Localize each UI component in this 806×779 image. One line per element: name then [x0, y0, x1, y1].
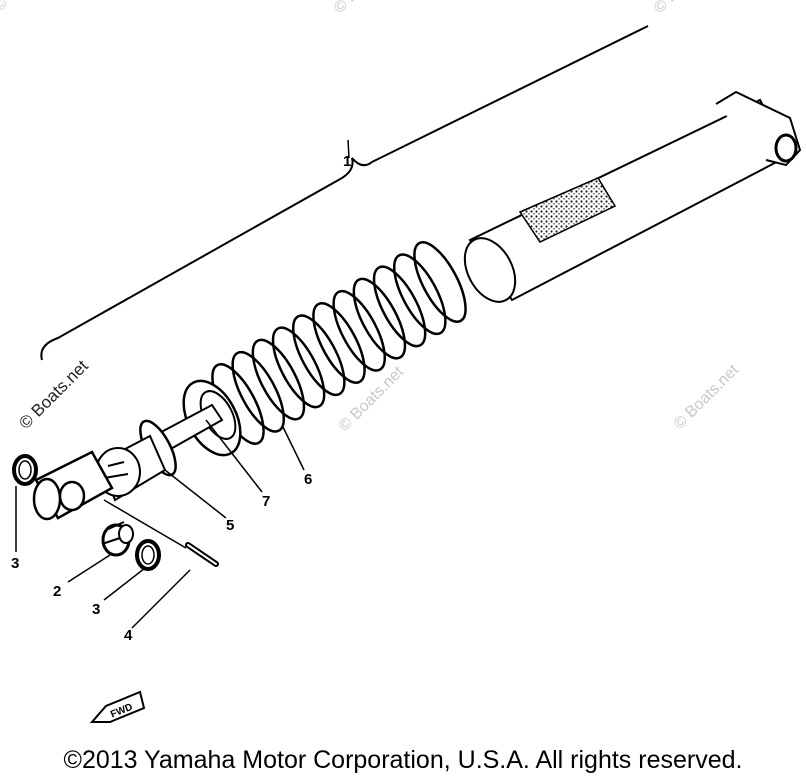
callouts: 1 2 3 3 4 5 6 7 [11, 153, 351, 644]
watermark-left: © Boats.net [15, 356, 92, 433]
damper-rod [95, 403, 224, 502]
spring-coils [211, 241, 467, 445]
watermark-mid-2: © Boats.net [671, 361, 743, 433]
bushing [101, 521, 134, 557]
callout-3-upper: 3 [11, 555, 19, 572]
assembly-bracket [40, 25, 649, 361]
spring-coil [251, 338, 306, 421]
leader-lines [15, 139, 350, 629]
watermark-top-1: © Boats.net [0, 0, 63, 15]
callout-5: 5 [226, 517, 234, 534]
watermark-mid-1: © Boats.net [336, 363, 408, 435]
circlip-lower [135, 539, 161, 571]
callout-3-lower: 3 [92, 601, 100, 618]
circlip-upper [12, 454, 38, 486]
watermark-top-2: © Boats.net [331, 0, 403, 17]
spring-coil [312, 302, 366, 384]
watermark-top-3: © Boats.net [651, 0, 723, 17]
callout-7: 7 [262, 493, 270, 510]
spring-coil [352, 277, 407, 360]
spring-coil [292, 314, 346, 397]
callout-2: 2 [53, 583, 61, 600]
spring-coil [372, 265, 427, 348]
spring-coil [332, 289, 386, 372]
fwd-arrow-icon: FWD [89, 690, 146, 723]
top-mount-eye [774, 133, 798, 163]
callout-1: 1 [343, 153, 351, 170]
shock-body [463, 90, 802, 303]
spring-coil [271, 326, 326, 409]
shock-label-patch [518, 177, 617, 243]
copyright-notice: ©2013 Yamaha Motor Corporation, U.S.A. A… [63, 746, 743, 774]
callout-4: 4 [124, 627, 133, 644]
spring-coil [231, 350, 285, 433]
lower-eye-mount [32, 450, 114, 521]
spring-coil [393, 253, 447, 336]
spring-coil [413, 241, 467, 323]
callout-6: 6 [304, 471, 312, 488]
lower-eye-bore [58, 480, 86, 512]
pin [185, 542, 219, 567]
